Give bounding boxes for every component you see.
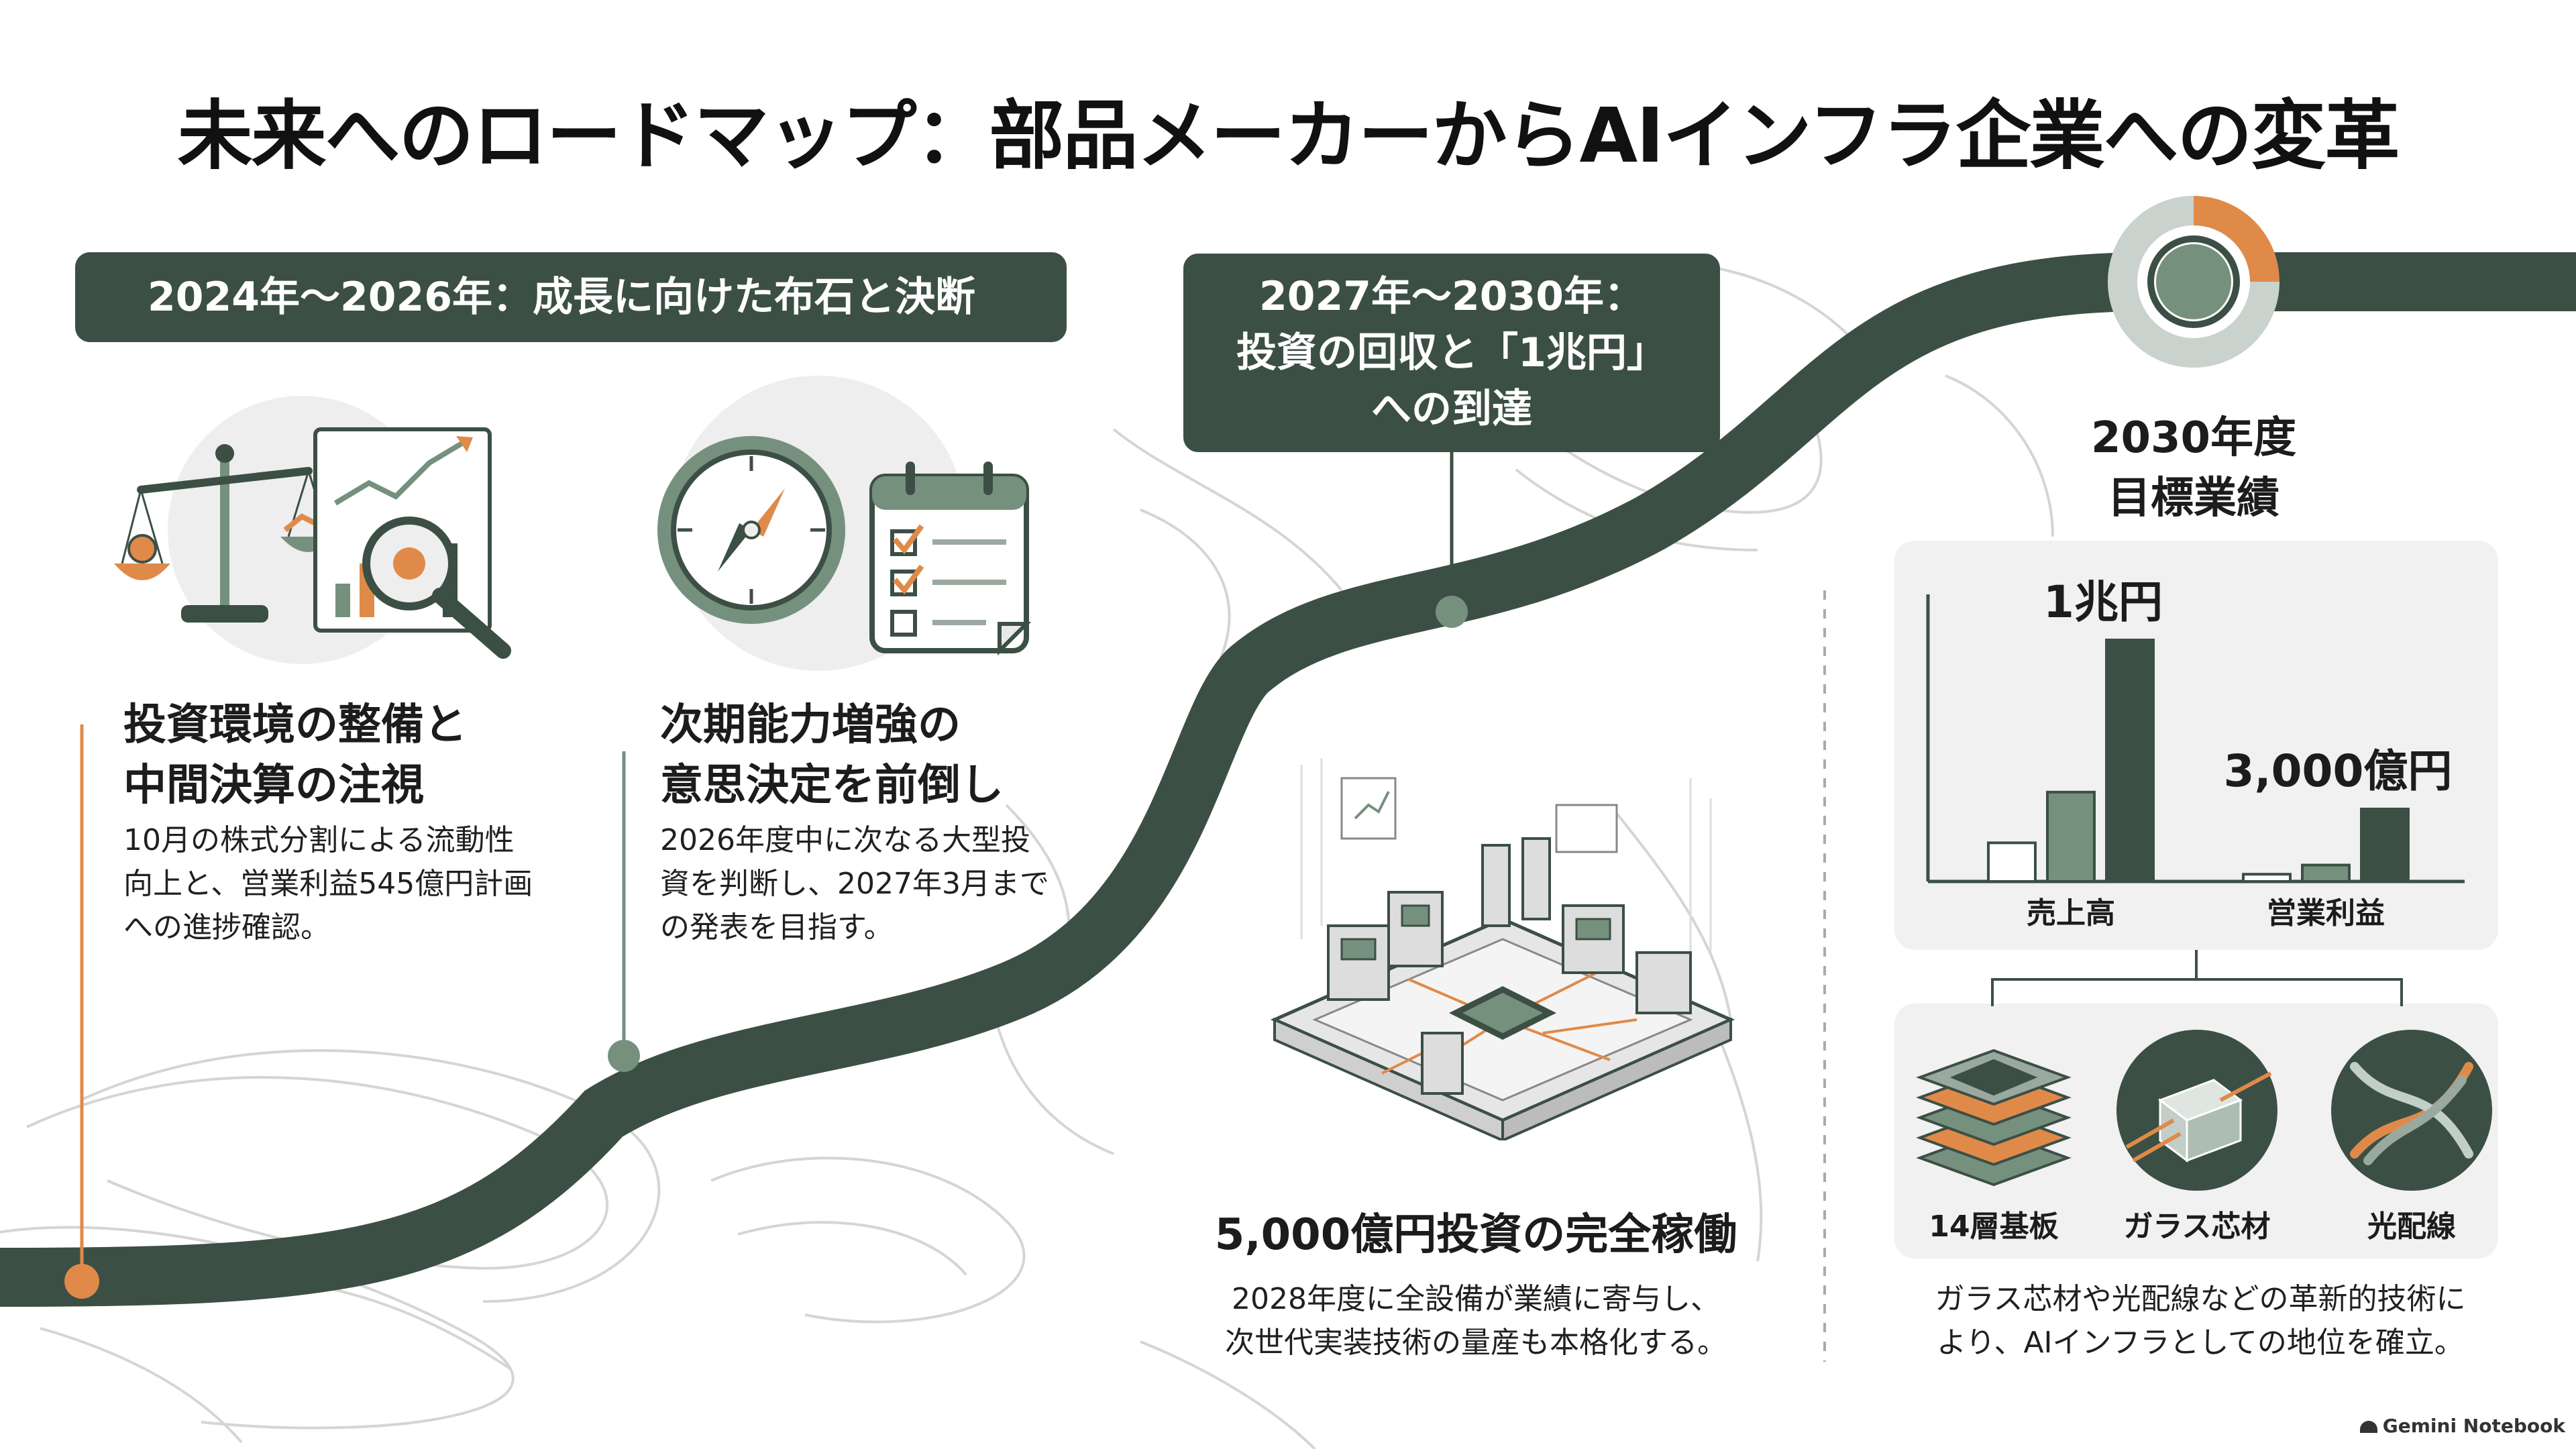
target-label: 2030年度 目標業績 [2023, 408, 2364, 529]
category-label-0: 売上高 [2027, 896, 2115, 930]
item2-body-line3: の発表を目指す。 [660, 910, 894, 945]
item2-heading: 次期能力増強の 意思決定を前倒し [660, 695, 1089, 816]
phase2-label-line3: への到達 [1371, 386, 1532, 433]
phase2-item-body-line1: 2028年度に全設備が業績に寄与し、 [1232, 1282, 1720, 1316]
value-label-1: 3,000億円 [2224, 745, 2453, 797]
chart-magnifier-icon [313, 427, 511, 659]
item1-heading: 投資環境の整備と 中間決算の注視 [123, 695, 526, 816]
technology-body-line2: より、AIインフラとしての地位を確立。 [1937, 1326, 2464, 1360]
item2-body: 2026年度中に次なる大型投 資を判断し、2027年3月まで の発表を目指す。 [660, 818, 1116, 949]
phase2-item-heading: 5,000億円投資の完全稼働 [1214, 1210, 1737, 1260]
calendar-checklist-icon [869, 462, 1032, 656]
value-label-0: 1兆円 [2043, 576, 2163, 628]
phase2-label: 2027年〜2030年： 投資の回収と「1兆円」 への到達 [1183, 254, 1720, 452]
tech-label-2: ガラス芯材 [2123, 1210, 2271, 1244]
roadmap-road [0, 252, 2576, 1307]
compass-icon [657, 436, 845, 624]
tech-label-1: 14層基板 [1929, 1210, 2059, 1244]
bar-sales-1 [2046, 790, 2096, 883]
item2-body-line2: 資を判断し、2027年3月まで [660, 867, 1049, 901]
panel-connector [1991, 950, 2403, 1006]
footer-text: Gemini Notebook [2382, 1415, 2565, 1437]
target-label-line1: 2030年度 [2090, 413, 2297, 463]
item1-body-line3: への進捗確認。 [123, 910, 330, 945]
phase1-label: 2024年〜2026年：成長に向けた布石と決断 [75, 252, 1067, 342]
page-title: 未来へのロードマップ：部品メーカーからAIインフラ企業への変革 [177, 93, 2400, 180]
bar-sales-0 [1987, 841, 2037, 883]
notebook-logo-icon [2359, 1421, 2377, 1433]
topographic-contours [0, 267, 2054, 1449]
category-label-1: 営業利益 [2267, 896, 2385, 930]
item1-body-line1: 10月の株式分割による流動性 [123, 823, 515, 857]
bar-operating-profit-1 [2301, 863, 2351, 883]
target-label-line2: 目標業績 [2108, 474, 2279, 523]
item2-heading-line1: 次期能力増強の [660, 700, 961, 750]
tech-label-3: 光配線 [2367, 1210, 2456, 1244]
bar-operating-profit-2 [2360, 808, 2410, 883]
technology-body: ガラス芯材や光配線などの革新的技術に より、AIインフラとしての地位を確立。 [1872, 1277, 2529, 1364]
phase2-label-line2: 投資の回収と「1兆円」 [1236, 329, 1667, 376]
glass-core-icon [2116, 1030, 2277, 1191]
bar-operating-profit-0 [2242, 873, 2292, 883]
factory-platform-icon [1270, 758, 1735, 1140]
item2-heading-line2: 意思決定を前倒し [660, 761, 1004, 810]
footer-brand: Gemini Notebook [2359, 1415, 2565, 1437]
item1-heading-line2: 中間決算の注視 [123, 761, 424, 810]
item1-heading-line1: 投資環境の整備と [123, 700, 467, 750]
technology-body-line1: ガラス芯材や光配線などの革新的技術に [1935, 1282, 2466, 1316]
phase2-item-body: 2028年度に全設備が業績に寄与し、 次世代実装技術の量産も本格化する。 [1181, 1277, 1771, 1364]
optical-wiring-icon [2331, 1030, 2492, 1191]
layered-substrate-icon [1916, 1049, 2072, 1187]
phase2-label-line1: 2027年〜2030年： [1259, 273, 1644, 320]
balance-scale-icon [114, 444, 335, 623]
phase2-item-body-line2: 次世代実装技術の量産も本格化する。 [1225, 1326, 1727, 1360]
item1-body: 10月の株式分割による流動性 向上と、営業利益545億円計画 への進捗確認。 [123, 818, 580, 949]
item2-body-line1: 2026年度中に次なる大型投 [660, 823, 1030, 857]
item1-body-line2: 向上と、営業利益545億円計画 [123, 867, 533, 901]
bar-sales-2 [2105, 639, 2155, 883]
